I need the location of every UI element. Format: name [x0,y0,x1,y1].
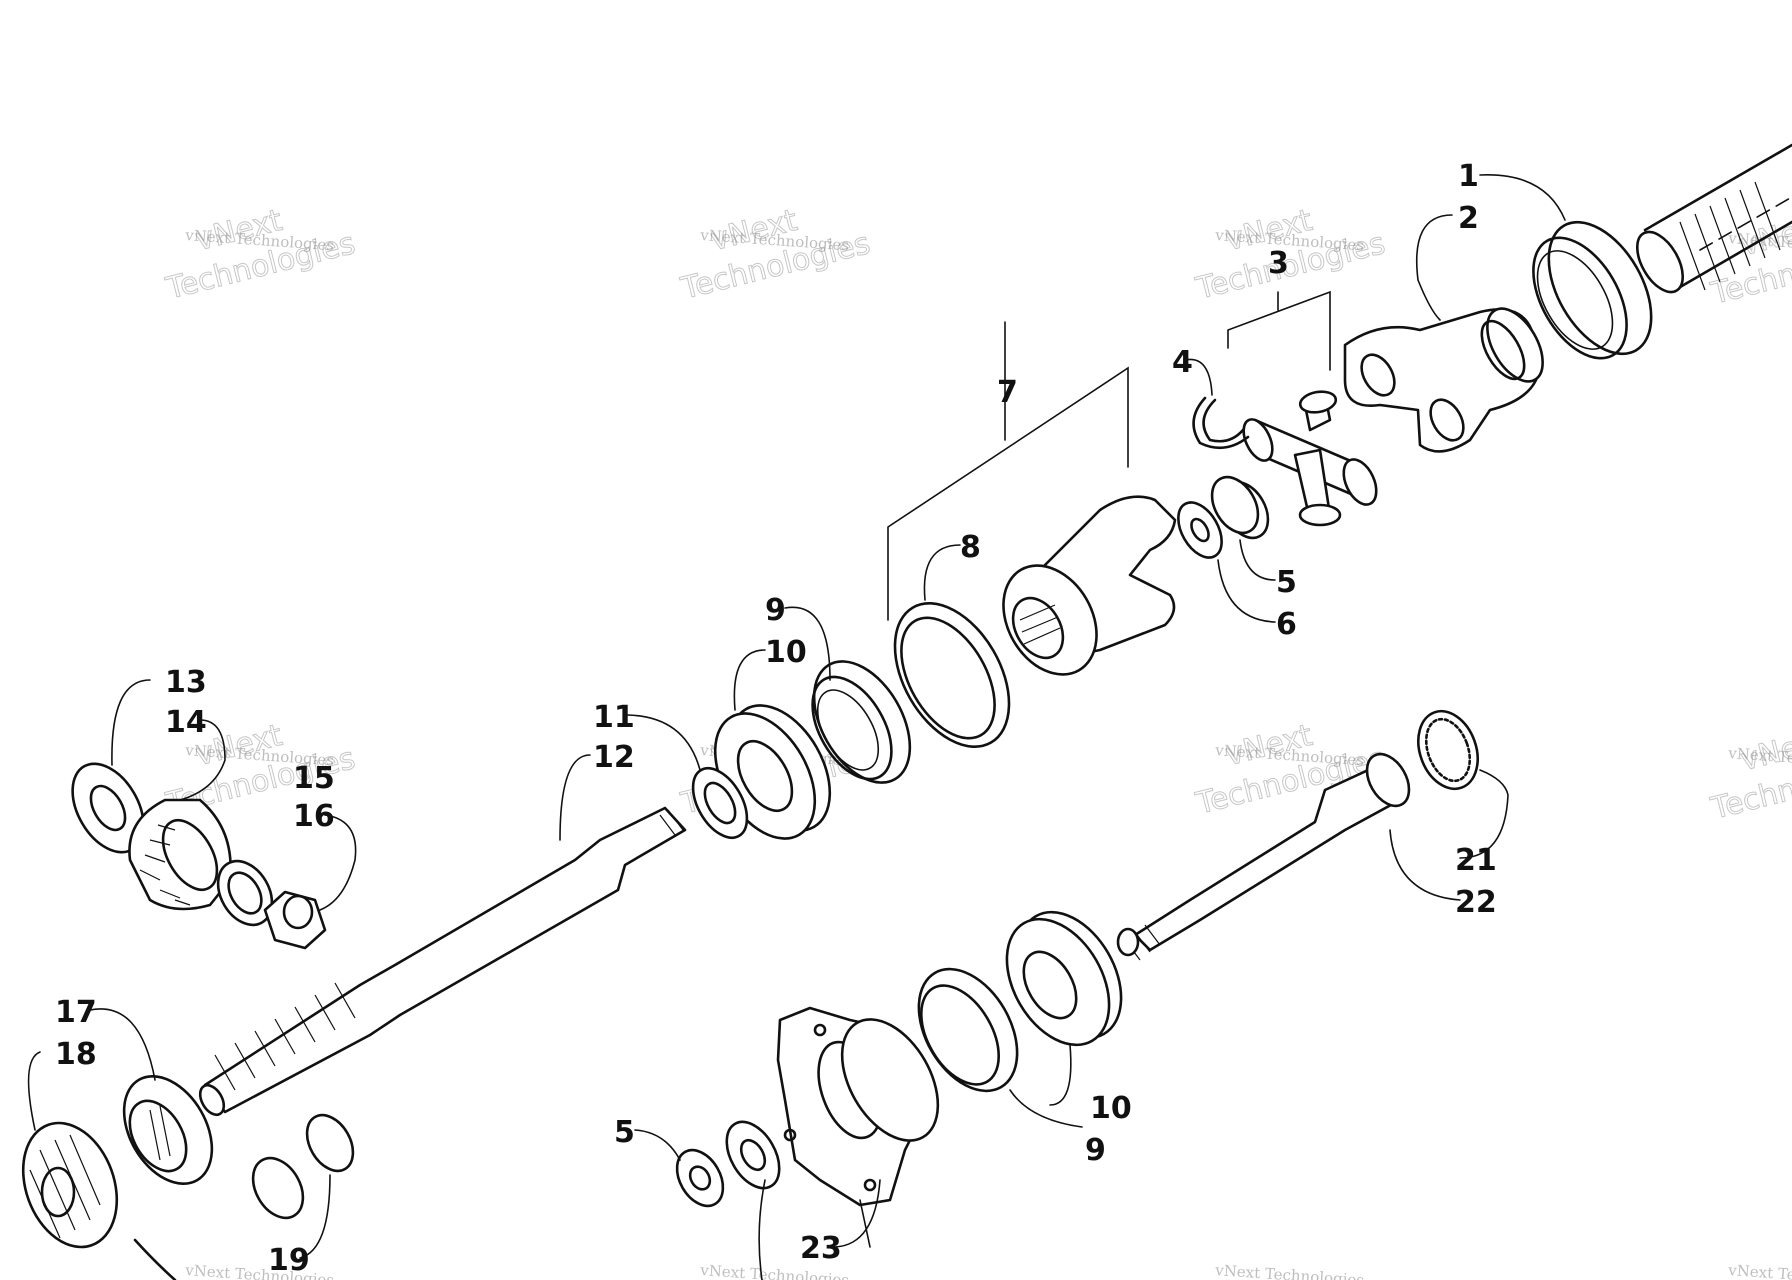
callout-1: 1 [1458,159,1479,194]
callout-3: 3 [1268,246,1289,281]
callout-13: 13 [165,665,207,700]
splined-shaft-end [1636,143,1792,294]
leader-lines [27,174,1566,1280]
bearing-17 [122,1074,214,1186]
washer-21 [1417,709,1479,791]
callout-4: 4 [1172,345,1193,380]
watermark: vNext Technologies [1707,722,1792,827]
callout-17: 17 [55,995,97,1030]
callout-11: 11 [593,700,635,735]
seal-9-lower [917,967,1019,1093]
bevel-gear-14 [128,798,232,911]
callout-12: 12 [593,740,635,775]
callout-labels: 1 2 3 4 5 5 6 7 8 9 9 10 10 11 12 13 14 … [55,159,1497,1278]
seal-1 [1532,220,1653,360]
callout-15: 15 [293,761,335,796]
callout-16: 16 [293,799,335,834]
callout-5-lower: 5 [614,1115,635,1150]
shaft-22 [1116,752,1411,961]
callout-7: 7 [997,375,1018,410]
nut-5-lower [675,1148,725,1208]
callout-6: 6 [1276,607,1297,642]
snap-ring-19 [133,1113,355,1280]
callout-10-lower: 10 [1090,1091,1132,1126]
bearing-10-lower [1005,910,1123,1047]
callout-21: 21 [1455,843,1497,878]
washer-5-upper [1210,475,1270,540]
seal-ring-8 [893,602,1011,748]
slip-yoke-7 [1002,495,1177,676]
callout-18: 18 [55,1037,97,1072]
callout-22: 22 [1455,885,1497,920]
washer-6 [1177,501,1223,559]
callout-23: 23 [800,1231,842,1266]
nut-16 [263,890,327,950]
bearing-10-upper [713,704,832,840]
callout-8: 8 [960,530,981,565]
callout-9-upper: 9 [765,593,786,628]
callout-19: 19 [268,1243,310,1278]
washer-15 [216,859,274,927]
ring-gear-18 [21,1121,119,1249]
callout-5-upper: 5 [1276,565,1297,600]
watermark-text: vNext Technologies [184,1261,335,1280]
drive-shaft-12 [198,806,687,1117]
callout-9-lower: 9 [1085,1133,1106,1168]
callout-14: 14 [165,705,207,740]
watermark-text: vNext Technologies [1727,1261,1792,1280]
callout-10-upper: 10 [765,635,807,670]
callout-2: 2 [1458,201,1479,236]
ring-11 [691,767,749,839]
yoke-2 [1343,307,1544,453]
assembly-bracket-7 [887,366,1129,621]
flange-housing-23 [776,1006,940,1207]
snap-ring-4 [1192,396,1250,450]
universal-joint-cross [1242,390,1378,527]
watermark-text: vNext Technologies [1214,1261,1365,1280]
washer-lower [725,1120,781,1190]
